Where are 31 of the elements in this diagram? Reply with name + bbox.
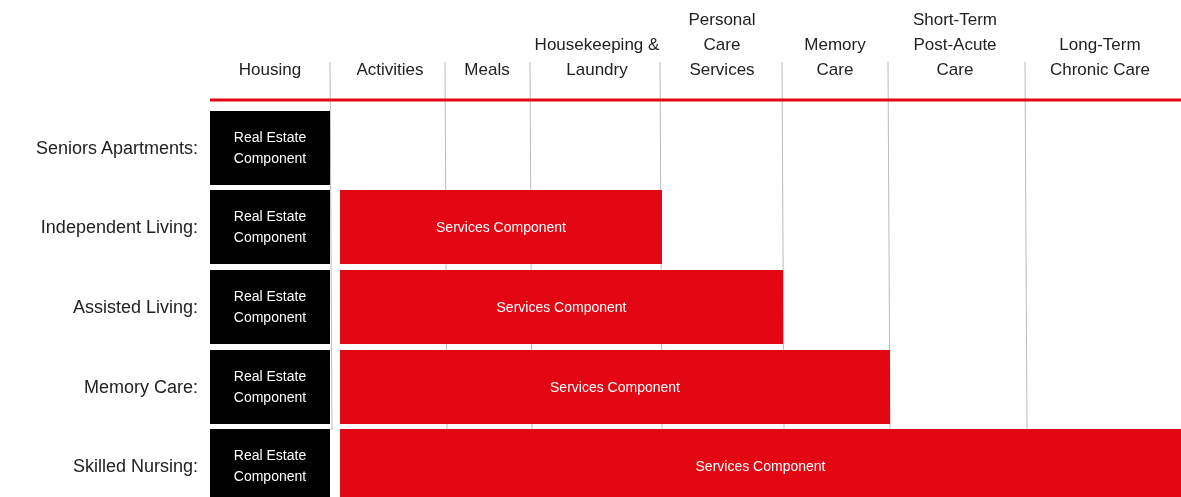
block-label: Services Component (496, 297, 627, 317)
real-estate-block (210, 111, 330, 185)
services-bar (340, 429, 1181, 497)
real-estate-block (210, 429, 330, 497)
real-estate-block (210, 270, 330, 344)
column-header: Long-Term Chronic Care (1048, 34, 1152, 81)
column-header: Personal Care Services (687, 9, 757, 81)
column-header: Short-Term Post-Acute Care (911, 9, 999, 81)
services-bar (340, 190, 662, 264)
block-label: Real Estate Component (232, 287, 308, 327)
block-label: Real Estate Component (232, 207, 308, 247)
row-label: Memory Care: (83, 376, 198, 398)
real-estate-block (210, 190, 330, 264)
services-bar (340, 350, 890, 424)
column-header: Housekeeping & Laundry (533, 34, 661, 81)
block-label: Services Component (436, 217, 566, 237)
block-label: Real Estate Component (232, 367, 308, 407)
column-header: Activities (355, 59, 425, 81)
services-bar (340, 270, 783, 344)
real-estate-block (210, 350, 330, 424)
column-header: Memory Care (803, 34, 867, 81)
block-label: Services Component (550, 377, 680, 397)
row-label: Independent Living: (40, 216, 198, 238)
column-header: Meals (463, 59, 511, 81)
block-label: Services Component (695, 456, 826, 476)
column-header: Housing (237, 59, 303, 81)
row-label: Assisted Living: (72, 296, 198, 318)
block-label: Real Estate Component (232, 128, 308, 168)
block-label: Real Estate Component (232, 446, 308, 486)
row-label: Seniors Apartments: (35, 137, 198, 159)
row-label: Skilled Nursing: (72, 455, 198, 477)
